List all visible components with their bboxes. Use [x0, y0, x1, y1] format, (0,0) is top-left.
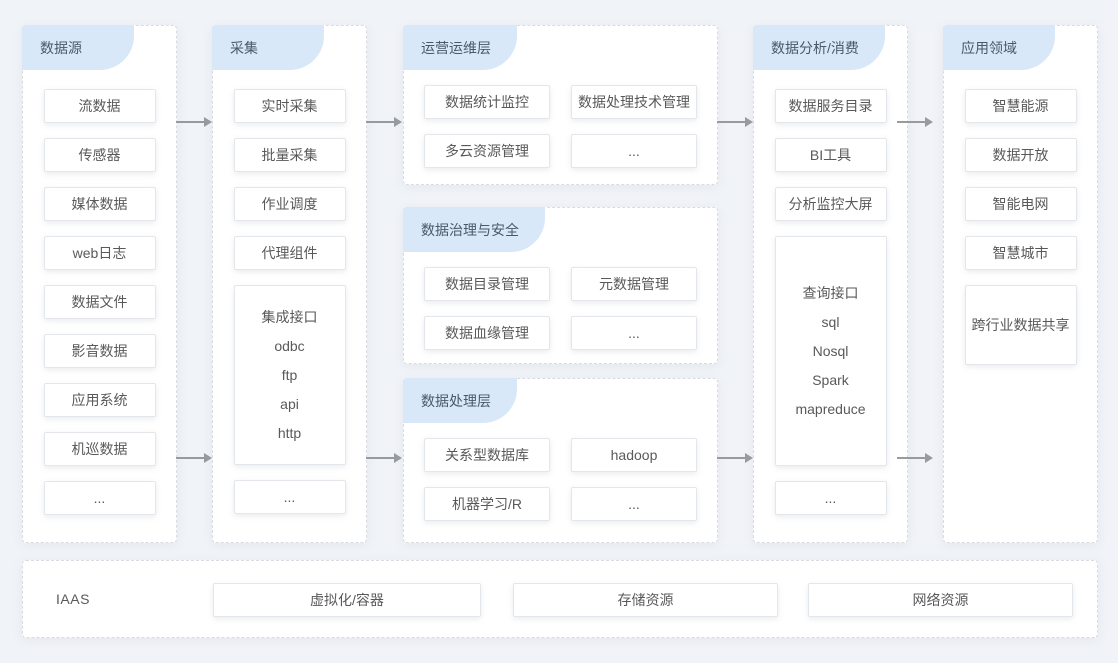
column-analysis-items: 数据服务目录 BI工具 分析监控大屏 查询接口 sql Nosql Spark … [754, 71, 907, 515]
node-data-lineage-mgmt: 数据血缘管理 [424, 316, 550, 350]
flow-arrow-analysis-to-apps-bottom [897, 453, 933, 463]
node-realtime-collect: 实时采集 [233, 89, 346, 123]
column-application-domains: 应用领域 智慧能源 数据开放 智能电网 智慧城市 跨行业数据共享 [943, 25, 1098, 543]
section-operations-header: 运营运维层 [403, 25, 517, 70]
section-title: 数据治理与安全 [421, 221, 519, 238]
node-sensor: 传感器 [43, 138, 156, 172]
node-data-service-catalog: 数据服务目录 [774, 89, 887, 123]
node-application-system: 应用系统 [43, 383, 156, 417]
column-title: 应用领域 [961, 39, 1017, 56]
node-machine-learning-r: 机器学习/R [424, 487, 550, 521]
section-governance-header: 数据治理与安全 [403, 207, 545, 252]
column-collection-items: 实时采集 批量采集 作业调度 代理组件 集成接口 odbc ftp api ht… [213, 71, 366, 514]
node-agent-component: 代理组件 [233, 236, 346, 270]
node-line: sql [821, 314, 840, 330]
iaas-bar: IAAS 虚拟化/容器 存储资源 网络资源 [22, 560, 1098, 638]
section-title: 数据处理层 [421, 392, 491, 409]
node-av-data: 影音数据 [43, 334, 156, 368]
node-ellipsis: ... [571, 134, 697, 168]
column-data-sources-header: 数据源 [22, 25, 134, 70]
node-line: Nosql [812, 343, 849, 359]
node-query-interface: 查询接口 sql Nosql Spark mapreduce [774, 236, 887, 466]
column-applications-items: 智慧能源 数据开放 智能电网 智慧城市 跨行业数据共享 [944, 71, 1097, 365]
node-hadoop: hadoop [571, 438, 697, 472]
node-ellipsis: ... [233, 480, 346, 514]
node-data-catalog-mgmt: 数据目录管理 [424, 267, 550, 301]
node-patrol-data: 机巡数据 [43, 432, 156, 466]
node-storage-resources: 存储资源 [513, 583, 778, 617]
node-stream-data: 流数据 [43, 89, 156, 123]
node-ellipsis: ... [571, 316, 697, 350]
node-smart-grid: 智能电网 [964, 187, 1077, 221]
flow-arrow-sources-to-collection-bottom [176, 453, 212, 463]
node-web-log: web日志 [43, 236, 156, 270]
node-data-file: 数据文件 [43, 285, 156, 319]
node-smart-energy: 智慧能源 [964, 89, 1077, 123]
node-line: 查询接口 [802, 285, 859, 301]
node-data-stat-monitoring: 数据统计监控 [424, 85, 550, 119]
column-data-sources-items: 流数据 传感器 媒体数据 web日志 数据文件 影音数据 应用系统 机巡数据 .… [23, 71, 176, 515]
section-processing-items: 关系型数据库 hadoop 机器学习/R ... [424, 424, 697, 521]
node-data-openness: 数据开放 [964, 138, 1077, 172]
node-ellipsis: ... [43, 481, 156, 515]
node-line: api [280, 396, 299, 412]
flow-arrow-platform-to-analysis-top [717, 117, 753, 127]
column-title: 采集 [230, 39, 258, 56]
flow-arrow-collection-to-platform-top [366, 117, 402, 127]
section-governance-items: 数据目录管理 元数据管理 数据血缘管理 ... [424, 253, 697, 350]
node-line: http [277, 425, 302, 441]
node-line: 集成接口 [261, 309, 318, 325]
node-bi-tools: BI工具 [774, 138, 887, 172]
node-analysis-dashboard: 分析监控大屏 [774, 187, 887, 221]
node-line: ftp [281, 367, 298, 383]
section-operations-layer: 运营运维层 数据统计监控 数据处理技术管理 多云资源管理 ... [403, 25, 718, 185]
node-multicloud-resource-mgmt: 多云资源管理 [424, 134, 550, 168]
node-ellipsis: ... [571, 487, 697, 521]
node-smart-city: 智慧城市 [964, 236, 1077, 270]
node-data-processing-tech-mgmt: 数据处理技术管理 [571, 85, 697, 119]
node-relational-db: 关系型数据库 [424, 438, 550, 472]
node-line: odbc [274, 338, 305, 354]
column-data-sources: 数据源 流数据 传感器 媒体数据 web日志 数据文件 影音数据 应用系统 机巡… [22, 25, 177, 543]
node-media-data: 媒体数据 [43, 187, 156, 221]
flow-arrow-collection-to-platform-bottom [366, 453, 402, 463]
node-network-resources: 网络资源 [808, 583, 1073, 617]
flow-arrow-sources-to-collection-top [176, 117, 212, 127]
node-virtualization-containers: 虚拟化/容器 [213, 583, 481, 617]
section-governance-security: 数据治理与安全 数据目录管理 元数据管理 数据血缘管理 ... [403, 207, 718, 364]
column-collection-header: 采集 [212, 25, 324, 70]
column-analysis-header: 数据分析/消费 [753, 25, 885, 70]
section-processing-header: 数据处理层 [403, 378, 517, 423]
flow-arrow-analysis-to-apps-top [897, 117, 933, 127]
column-collection: 采集 实时采集 批量采集 作业调度 代理组件 集成接口 odbc ftp api… [212, 25, 367, 543]
node-batch-collect: 批量采集 [233, 138, 346, 172]
node-integration-interface: 集成接口 odbc ftp api http [233, 285, 346, 465]
node-metadata-mgmt: 元数据管理 [571, 267, 697, 301]
section-operations-items: 数据统计监控 数据处理技术管理 多云资源管理 ... [424, 71, 697, 168]
section-title: 运营运维层 [421, 39, 491, 56]
column-applications-header: 应用领域 [943, 25, 1055, 70]
node-ellipsis: ... [774, 481, 887, 515]
iaas-label: IAAS [56, 591, 90, 607]
section-processing-layer: 数据处理层 关系型数据库 hadoop 机器学习/R ... [403, 378, 718, 543]
column-title: 数据源 [40, 39, 82, 56]
node-line: mapreduce [795, 401, 866, 417]
node-cross-industry-sharing: 跨行业数据共享 [964, 285, 1077, 365]
column-analysis-consumption: 数据分析/消费 数据服务目录 BI工具 分析监控大屏 查询接口 sql Nosq… [753, 25, 908, 543]
node-line: Spark [812, 372, 849, 388]
column-title: 数据分析/消费 [771, 39, 859, 56]
node-job-scheduling: 作业调度 [233, 187, 346, 221]
flow-arrow-platform-to-analysis-bottom [717, 453, 753, 463]
